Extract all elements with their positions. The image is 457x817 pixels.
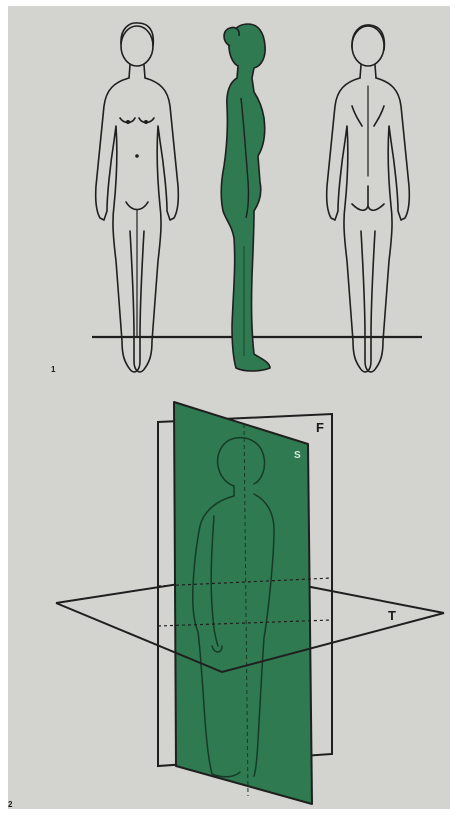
sagittal-plane-label: S — [294, 450, 301, 461]
front-view-figure — [96, 23, 179, 372]
frontal-plane-label: F — [316, 420, 324, 435]
figure-1-number: 1 — [51, 365, 56, 374]
figure-1-anatomical-position: 1 — [51, 23, 422, 374]
transverse-plane-label: T — [388, 608, 396, 623]
back-view-figure — [327, 25, 410, 372]
figure-2-body-planes: F S T 2 — [8, 402, 444, 809]
side-view-figure — [221, 24, 270, 371]
sagittal-plane — [174, 402, 312, 804]
anatomy-illustration: 1 — [8, 6, 450, 809]
illustration-panel: 1 — [8, 6, 450, 809]
figure-2-number: 2 — [8, 800, 13, 809]
